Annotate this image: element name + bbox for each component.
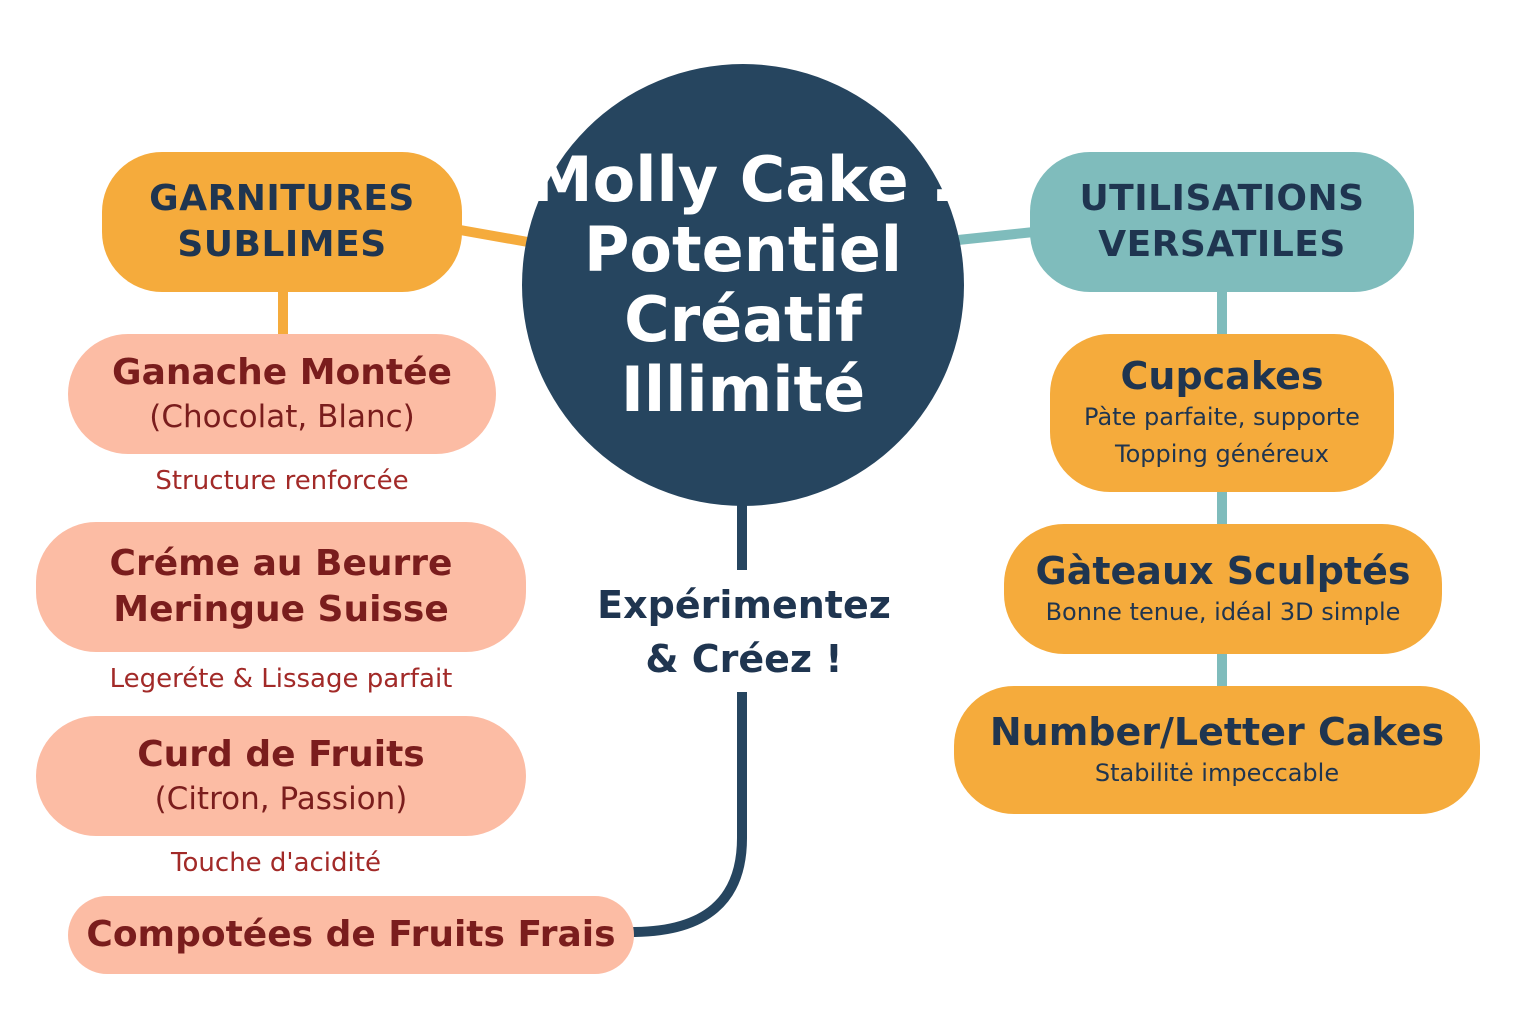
- center-title-line-4: Illimité: [620, 353, 866, 426]
- left-header-line-1: GARNITURES: [149, 178, 415, 219]
- right-category-header: UTILISATIONS VERSATILES: [1030, 152, 1414, 292]
- curd-item: Curd de Fruits (Citron, Passion): [36, 716, 526, 836]
- right-header-line-1: UTILISATIONS: [1079, 178, 1365, 219]
- compotees-title: Compotées de Fruits Frais: [86, 914, 616, 955]
- right-header-line-2: VERSATILES: [1098, 224, 1346, 265]
- number-letter-cakes-item: Number/Letter Cakes Stabilitė impeccable: [954, 686, 1480, 814]
- ganache-title: Ganache Montée: [112, 352, 452, 393]
- cupcakes-desc-line-2: Topping généreux: [1115, 440, 1329, 468]
- left-header-line-2: SUBLIMES: [177, 224, 387, 265]
- compotees-item: Compotées de Fruits Frais: [68, 896, 634, 974]
- number-letter-title: Number/Letter Cakes: [989, 709, 1445, 754]
- center-title-line-1: Molly Cake :: [530, 143, 956, 216]
- cupcakes-desc-line-1: Pàte parfaite, supporte: [1084, 403, 1360, 431]
- gateaux-sculptes-item: Gàteaux Sculptés Bonne tenue, idéal 3D s…: [1004, 524, 1442, 654]
- creme-au-beurre-item: Créme au Beurre Meringue Suisse: [36, 522, 526, 652]
- curd-subtitle: (Citron, Passion): [154, 781, 408, 817]
- call-to-action: Expérimentez & Créez !: [574, 578, 914, 686]
- number-letter-desc: Stabilitė impeccable: [1094, 758, 1340, 787]
- creme-title-line-1: Créme au Beurre: [109, 543, 453, 584]
- cta-line-2: & Créez !: [645, 637, 843, 681]
- creme-title-line-2: Meringue Suisse: [113, 589, 449, 630]
- ganache-item: Ganache Montée (Chocolat, Blanc): [68, 334, 496, 454]
- curd-title: Curd de Fruits: [137, 734, 425, 775]
- ganache-subtitle: (Chocolat, Blanc): [149, 399, 415, 435]
- connector-center-to-left-header: [459, 225, 529, 247]
- curd-note: Touche d'acidité: [171, 848, 381, 878]
- creme-note: Legeréte & Lissage parfait: [109, 664, 453, 694]
- cupcakes-title: Cupcakes: [1120, 354, 1324, 398]
- connector-center-to-right-header: [957, 227, 1035, 245]
- center-title-line-2: Potentiel: [583, 213, 903, 286]
- connector-center-to-compotees: [631, 505, 747, 937]
- ganache-note: Structure renforcée: [155, 466, 409, 496]
- central-topic-circle: Molly Cake : Potentiel Créatif Illimité: [522, 64, 964, 506]
- gateaux-title: Gàteaux Sculptés: [1035, 548, 1411, 593]
- left-category-header: GARNITURES SUBLIMES: [102, 152, 462, 292]
- center-title-line-3: Créatif: [624, 283, 862, 356]
- gateaux-desc: Bonne tenue, idéal 3D simple: [1045, 597, 1401, 626]
- cta-line-1: Expérimentez: [597, 583, 891, 627]
- cupcakes-item: Cupcakes Pàte parfaite, supporte Topping…: [1050, 334, 1394, 492]
